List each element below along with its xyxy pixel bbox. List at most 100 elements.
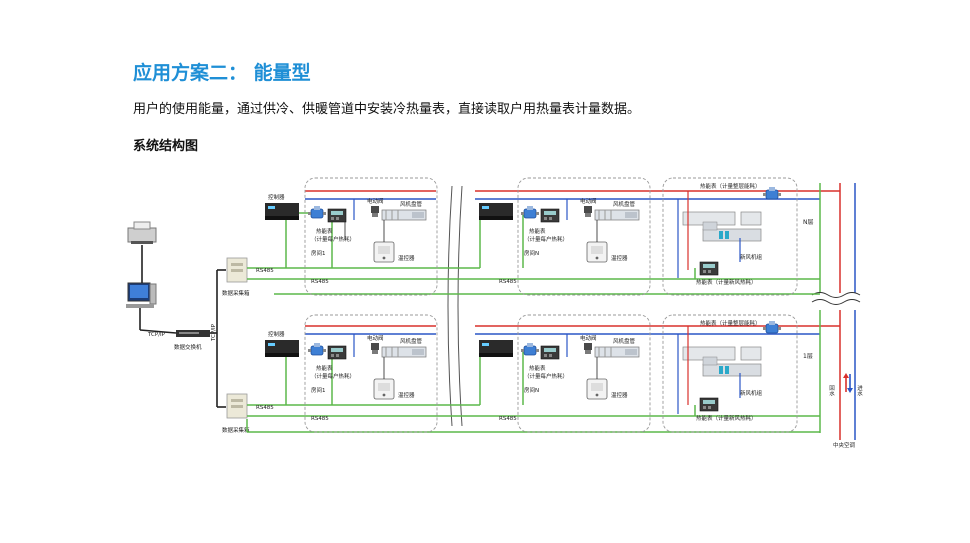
floor-heat-meter-icon xyxy=(762,320,782,334)
thermostat-label-b1: 温控器 xyxy=(398,391,415,399)
electric-valve-icon xyxy=(584,343,592,354)
valve-label-bn: 电动阀 xyxy=(580,334,597,342)
supply-water-text: 进水 xyxy=(856,384,863,397)
meter-sub-label-n: （计量每户热耗） xyxy=(524,235,568,243)
coil-label-b1: 风机盘管 xyxy=(400,337,423,345)
switch-label: 数据交换机 xyxy=(174,343,202,351)
rs485-label-top-1: RS485 xyxy=(256,268,274,274)
room-unit-bottom-n xyxy=(479,334,640,400)
controller-icon xyxy=(479,203,513,220)
fresh-air-calculator-icon xyxy=(699,397,719,412)
heat-meter-icon xyxy=(520,342,540,356)
meter-label-bn: 热能表 xyxy=(529,364,546,372)
pipes-floor-n xyxy=(305,190,840,200)
floor-n-label: N层 xyxy=(803,219,814,226)
room-boundaries xyxy=(304,177,798,433)
thermostat-icon xyxy=(373,241,395,263)
controller-label-bottom-1: 控制器 xyxy=(268,330,285,338)
meter-label-b1: 热能表 xyxy=(316,364,333,372)
roomN-label-bottom: 房间N xyxy=(524,386,539,394)
controller-label-top-1: 控制器 xyxy=(268,193,285,201)
thermostat-icon xyxy=(373,378,395,400)
thermostat-icon xyxy=(586,378,608,400)
rs485-label-bottom-1: RS485 xyxy=(256,405,274,411)
electric-valve-icon xyxy=(584,206,592,217)
rs485-label-bottom-3: RS485 xyxy=(499,416,517,422)
fresh-air-meter-label-top: 热能表（计量新风热耗） xyxy=(696,278,757,286)
diagram-subtitle: 系统结构图 xyxy=(133,139,199,154)
water-direction-arrows xyxy=(843,373,853,393)
rs485-label-top-3: RS485 xyxy=(499,279,517,285)
fresh-air-unit-label-top: 新风机组 xyxy=(740,253,763,261)
computer-icon xyxy=(126,282,157,308)
fresh-air-meter-label-bottom: 热能表（计量新风热耗） xyxy=(696,414,757,422)
room1-label-top: 房间1 xyxy=(311,249,326,257)
fan-coil-icon xyxy=(594,209,640,221)
thermostat-icon xyxy=(586,241,608,263)
heat-meter-icon xyxy=(307,342,327,356)
meter-label-n: 热能表 xyxy=(529,227,546,235)
heat-meter-icon xyxy=(520,205,540,219)
thermostat-label: 温控器 xyxy=(398,254,415,262)
fresh-air-section-bottom xyxy=(677,320,782,414)
pipe-break-symbol xyxy=(811,292,861,305)
collector-box-bottom xyxy=(226,393,248,419)
valve-label-n: 电动阀 xyxy=(580,197,597,205)
room-unit-top-n xyxy=(479,199,640,263)
collector-label-bottom: 数据采集箱 xyxy=(222,426,250,434)
riser-pipes xyxy=(819,183,856,440)
thermostat-label-n: 温控器 xyxy=(611,254,628,262)
controller-icon xyxy=(479,340,513,357)
rs485-label-top-2: RS485 xyxy=(311,279,329,285)
pipes-floor-1 xyxy=(305,325,840,335)
fan-coil-icon xyxy=(381,209,427,221)
collector-label-top: 数据采集箱 xyxy=(222,289,250,297)
floor-heat-meter-icon xyxy=(762,186,782,200)
tcpip-label: TCP/IP xyxy=(147,332,166,338)
calculator-icon xyxy=(327,345,347,360)
fresh-air-unit-label-bottom: 新风机组 xyxy=(740,389,763,397)
controller-icon xyxy=(265,203,299,220)
ethernet-wires xyxy=(139,245,226,408)
coil-label: 风机盘管 xyxy=(400,200,423,208)
page-title: 应用方案二： 能量型 xyxy=(133,62,311,84)
meter-label: 热能表 xyxy=(316,227,333,235)
meter-sub-label: （计量每户热耗） xyxy=(311,235,355,243)
heat-meter-icon xyxy=(307,205,327,219)
return-water-text: 回水 xyxy=(828,385,835,397)
roomN-label-top: 房间N xyxy=(524,249,539,257)
rs485-label-bottom-2: RS485 xyxy=(311,416,329,422)
fresh-air-unit-icon xyxy=(682,211,762,242)
page-description: 用户的使用能量，通过供冷、供暖管道中安装冷热量表，直接读取户用热量表计量数据。 xyxy=(133,102,641,117)
valve-label-b1: 电动阀 xyxy=(367,334,384,342)
section-break-symbol xyxy=(447,185,463,427)
room-unit-bottom-1 xyxy=(265,334,427,400)
room1-label-bottom: 房间1 xyxy=(311,386,326,394)
fresh-air-section-top xyxy=(677,186,782,278)
fan-coil-icon xyxy=(594,346,640,358)
fresh-air-unit-icon xyxy=(682,346,762,377)
room-unit-top-1 xyxy=(265,199,427,263)
fan-coil-icon xyxy=(381,346,427,358)
supply-water-label: 进水 xyxy=(856,384,863,397)
tcpip-vertical-label: TCP/IP xyxy=(211,323,217,342)
calculator-icon xyxy=(327,208,347,223)
central-ac-label: 中央空调 xyxy=(833,441,856,449)
floor-meter-label-bottom: 热能表（计量整层能耗） xyxy=(700,319,761,327)
collector-box-top xyxy=(226,257,248,283)
calculator-icon xyxy=(540,345,560,360)
electric-valve-icon xyxy=(371,343,379,354)
electric-valve-icon xyxy=(371,206,379,217)
network-switch-icon xyxy=(176,330,210,337)
meter-sub-label-b1: （计量每户热耗） xyxy=(311,372,355,380)
fresh-air-calculator-icon xyxy=(699,261,719,276)
return-water-label: 回水 xyxy=(828,385,835,397)
controller-icon xyxy=(265,340,299,357)
floor-meter-label-top: 热能表（计量整层能耗） xyxy=(700,182,761,190)
thermostat-label-bn: 温控器 xyxy=(611,391,628,399)
coil-label-bn: 风机盘管 xyxy=(613,337,636,345)
printer-icon xyxy=(127,221,157,244)
meter-sub-label-bn: （计量每户热耗） xyxy=(524,372,568,380)
calculator-icon xyxy=(540,208,560,223)
